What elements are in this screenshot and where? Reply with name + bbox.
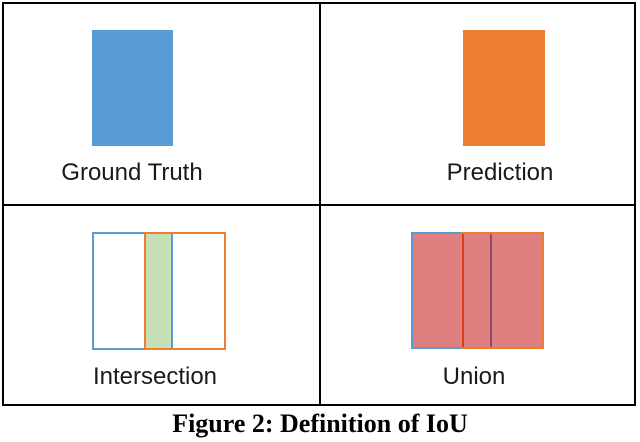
ground-truth-box: [92, 30, 173, 146]
intersection-prediction-outline: [144, 232, 226, 350]
union-label: Union: [442, 363, 506, 390]
prediction-box: [463, 30, 545, 146]
figure-caption: Figure 2: Definition of IoU: [172, 409, 468, 438]
union-red-overlay: [413, 234, 542, 347]
intersection-label: Intersection: [92, 363, 218, 390]
intersection-ground-truth-outline: [92, 232, 173, 350]
ground-truth-label: Ground Truth: [61, 159, 203, 186]
intersection-overlap-region: [146, 234, 172, 348]
grid-horizontal-divider: [2, 204, 636, 206]
prediction-label: Prediction: [446, 159, 554, 186]
